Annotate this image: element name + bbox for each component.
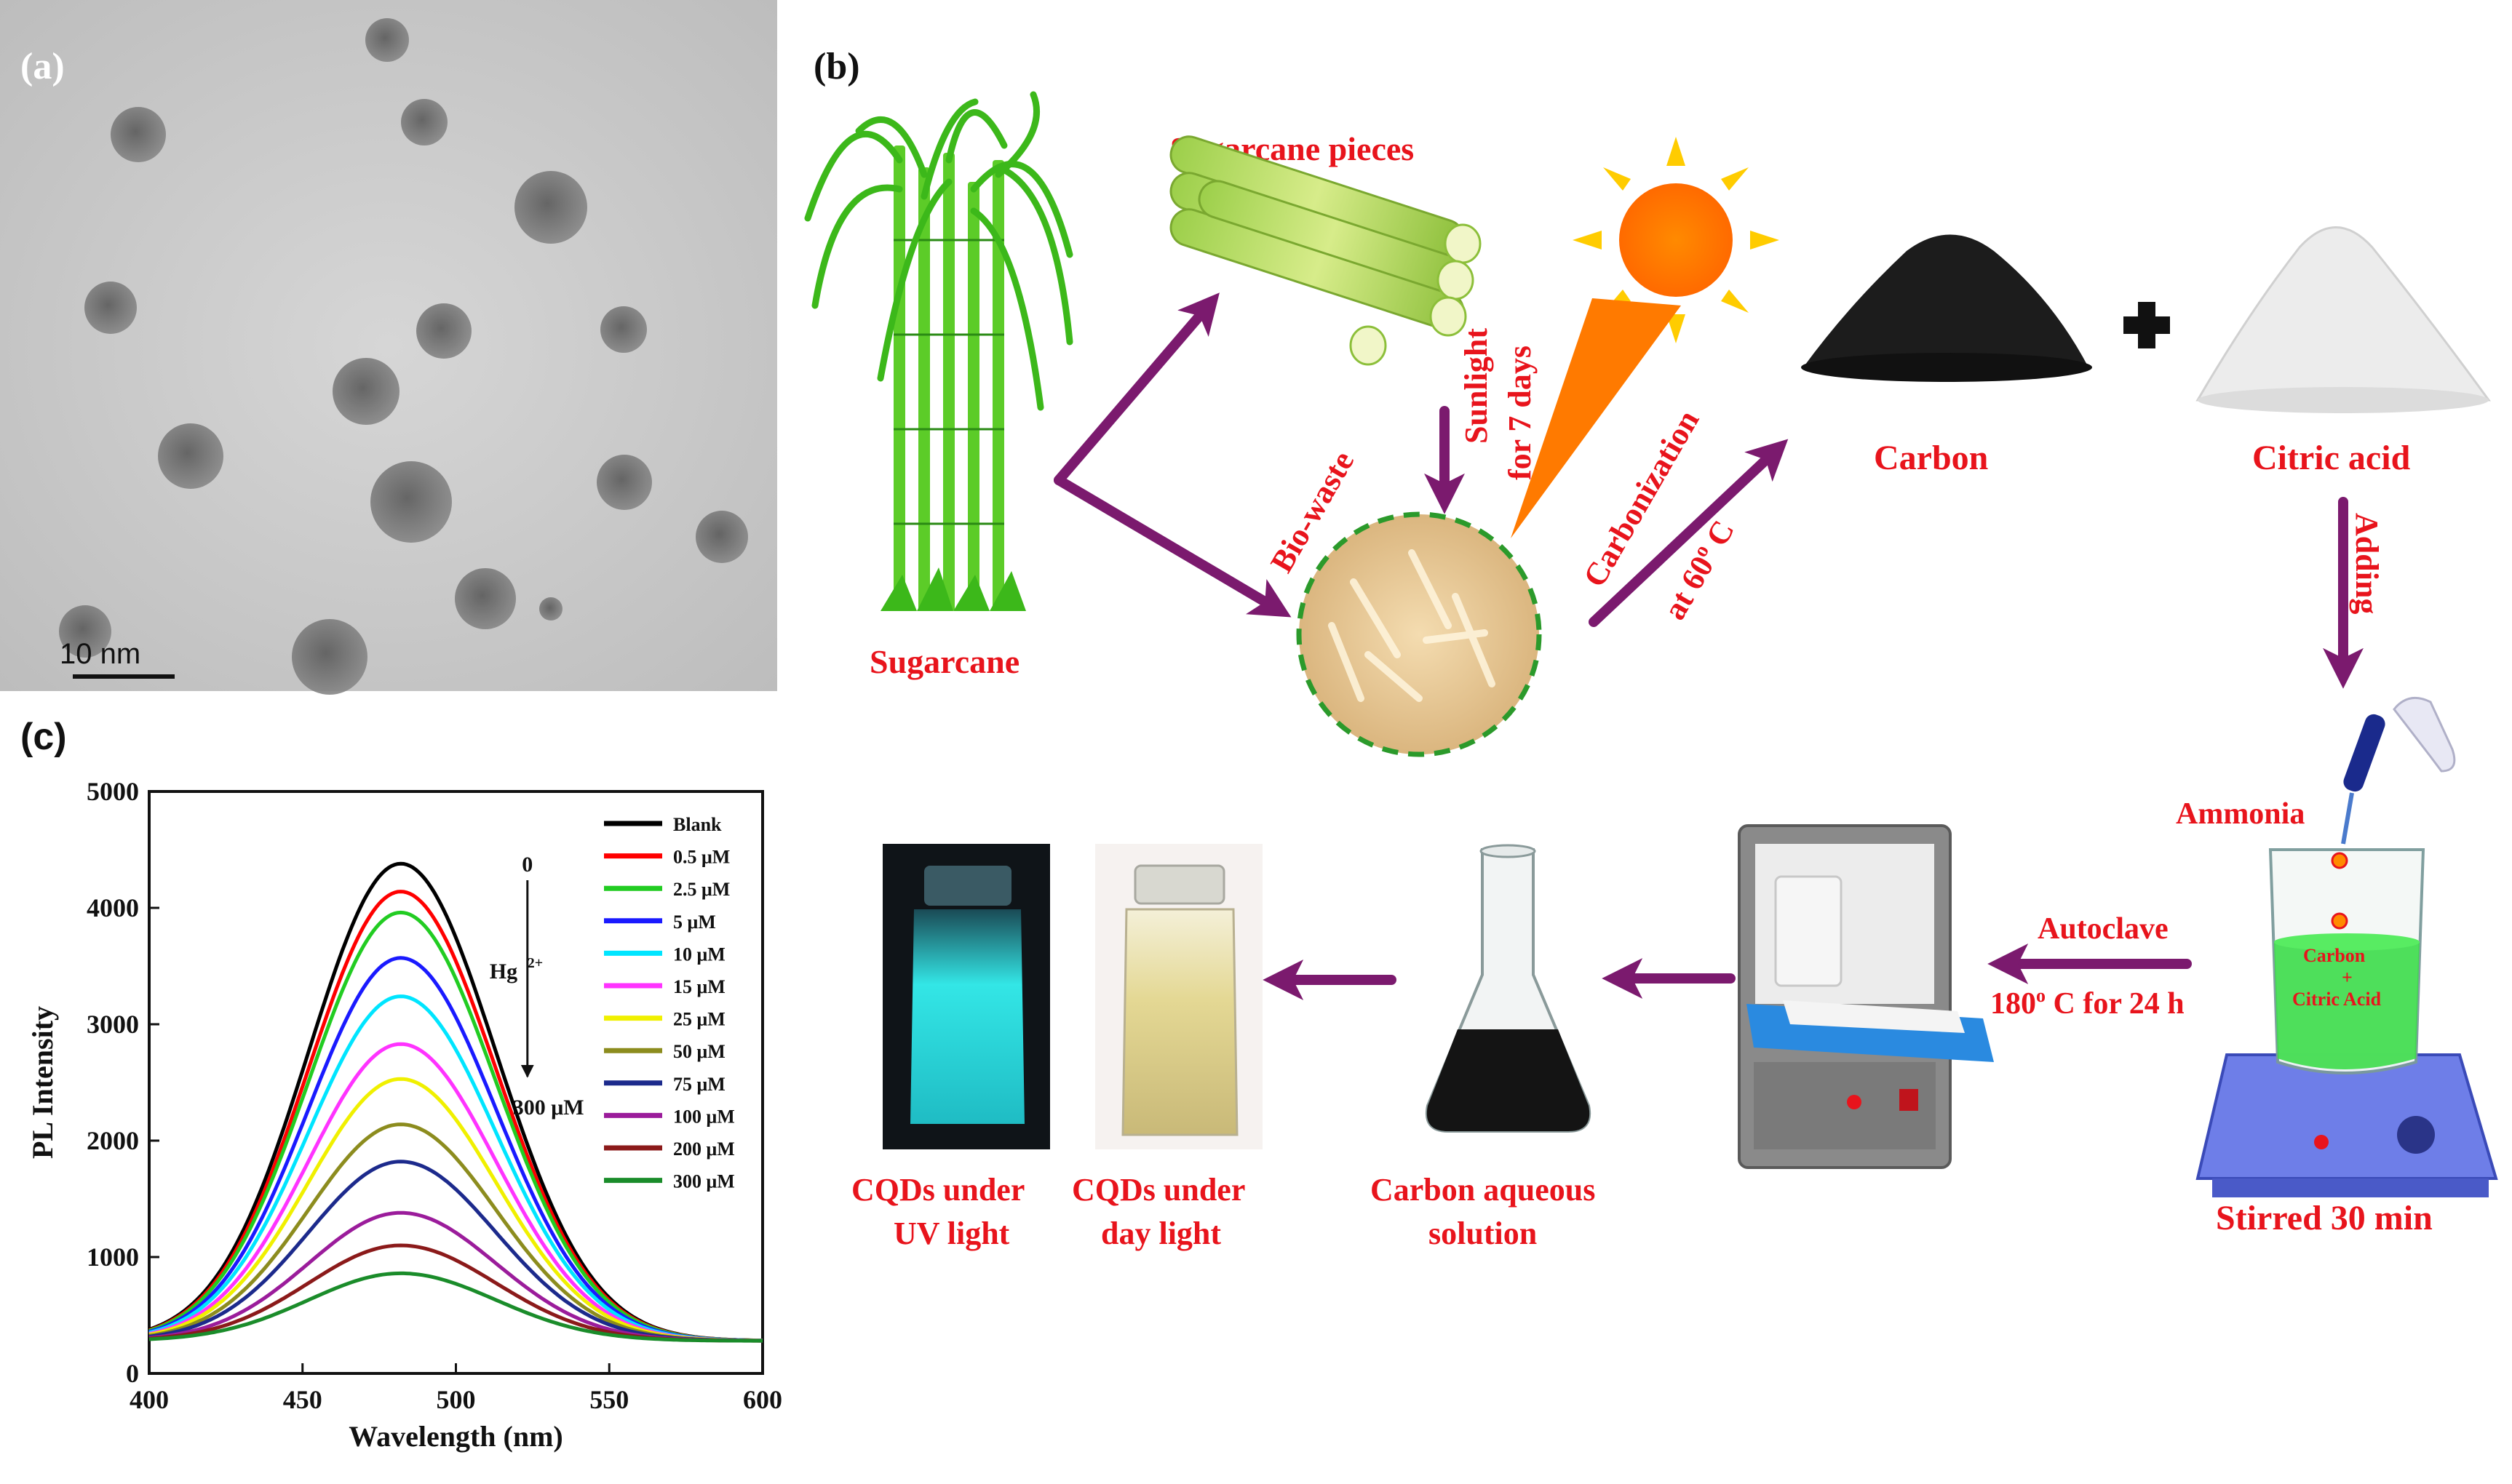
tem-image-panel: (a) 10 nm	[0, 0, 777, 695]
legend-label: 75 μM	[673, 1074, 726, 1095]
label-cqd-day-2: day light	[1101, 1216, 1221, 1251]
beaker-label-carbon: Carbon	[2303, 945, 2366, 966]
label-carbon: Carbon	[1874, 439, 1988, 477]
y-tick-label: 3000	[87, 1010, 139, 1039]
annotation-ion-charge: 2+	[528, 955, 543, 971]
pl-spectra-chart: 400 450 500 550 600 0 1000 2000 3000 4000 5000Wave…	[26, 777, 782, 1453]
spectrum-line	[148, 1271, 763, 1343]
y-tick-label: 0	[126, 1359, 139, 1388]
citric-acid-pile-illustration	[2195, 226, 2491, 413]
svg-text:at 60o C: at 60o C	[1656, 514, 1741, 626]
label-cqd-day-1: CQDs under	[1072, 1172, 1245, 1208]
sugarcane-illustration	[804, 91, 1073, 611]
legend-label: 2.5 μM	[673, 879, 730, 900]
autoclave-temp-value: 180	[1990, 987, 2036, 1021]
label-autoclave-temp: 180o C for 24 h	[1990, 985, 2185, 1021]
legend-label: 50 μM	[673, 1041, 726, 1062]
cqd-uv-light-vial	[883, 844, 1050, 1149]
legend-label: 25 μM	[673, 1009, 726, 1030]
sun-beam	[1511, 298, 1681, 538]
scale-bar-label: 10 nm	[60, 638, 140, 670]
x-tick-label: 400	[130, 1385, 169, 1414]
x-axis-label: Wavelength (nm)	[349, 1420, 563, 1453]
legend-label: 15 μM	[673, 976, 726, 997]
chart-frame	[148, 790, 764, 1375]
label-carbonization-temp: at 60o C	[1656, 514, 1741, 626]
autoclave-illustration	[1738, 824, 1994, 1169]
autoclave-duration: C for 24 h	[2046, 987, 2185, 1021]
annotation-top: 0	[522, 853, 533, 877]
y-tick-label: 4000	[87, 893, 139, 922]
label-cqd-uv-2: UV light	[894, 1216, 1010, 1251]
label-adding: Adding	[2349, 513, 2385, 614]
x-tick-label: 500	[437, 1385, 476, 1414]
panel-label-b: (b)	[814, 46, 860, 87]
spectrum-line	[148, 994, 763, 1343]
legend-label: 10 μM	[673, 944, 726, 965]
sun-icon	[1573, 137, 1779, 343]
x-tick-label: 550	[589, 1385, 629, 1414]
label-cqd-uv-1: CQDs under	[851, 1172, 1025, 1208]
flask-illustration	[1425, 844, 1591, 1133]
plus-icon	[2123, 302, 2170, 348]
cqd-day-light-vial	[1095, 844, 1263, 1149]
panel-label-c: (c)	[20, 716, 67, 758]
label-stirred: Stirred 30 min	[2216, 1199, 2433, 1237]
label-sugarcane: Sugarcane	[870, 643, 1019, 680]
pipette-icon	[2341, 696, 2456, 845]
y-tick-label: 5000	[87, 777, 139, 806]
y-tick-label: 2000	[87, 1126, 139, 1155]
x-tick-label: 600	[743, 1385, 782, 1414]
panel-label-a: (a)	[20, 46, 65, 87]
label-sunlight: Sunlight	[1458, 328, 1494, 444]
bio-waste-illustration	[1296, 511, 1542, 757]
legend-label: 5 μM	[673, 911, 716, 933]
annotation-bottom: 300 μM	[513, 1096, 584, 1120]
beaker-label-citric: Citric Acid	[2292, 989, 2382, 1010]
legend-label: 300 μM	[673, 1171, 735, 1192]
annotation-ion: Hg	[490, 960, 517, 984]
legend-label: 100 μM	[673, 1106, 735, 1127]
legend-label: 200 μM	[673, 1138, 735, 1160]
legend-label: 0.5 μM	[673, 847, 730, 868]
nanoparticles	[59, 18, 748, 695]
carbon-pile-illustration	[1801, 234, 2092, 382]
legend-label: Blank	[673, 814, 722, 835]
spectrum-line	[148, 861, 763, 1343]
label-carbon-solution-2: solution	[1428, 1216, 1537, 1251]
label-citric-acid: Citric acid	[2252, 439, 2411, 477]
spectrum-line	[148, 1042, 763, 1343]
label-ammonia: Ammonia	[2176, 797, 2305, 831]
y-tick-label: 1000	[87, 1242, 139, 1272]
x-tick-label: 450	[283, 1385, 322, 1414]
sugarcane-pieces-illustration	[1169, 135, 1482, 366]
carbonization-temp-value: at 60	[1656, 550, 1720, 626]
label-carbon-solution-1: Carbon aqueous	[1370, 1172, 1595, 1208]
autoclave-degree: o	[2036, 985, 2046, 1006]
beaker-stirrer-illustration	[2195, 848, 2498, 1197]
arrows-flow	[1054, 292, 2364, 1000]
beaker-label-plus: +	[2342, 967, 2353, 988]
y-axis-label: PL Intensity	[26, 1006, 59, 1159]
label-sunlight-days: for 7 days	[1502, 346, 1538, 480]
label-autoclave: Autoclave	[2038, 912, 2169, 946]
